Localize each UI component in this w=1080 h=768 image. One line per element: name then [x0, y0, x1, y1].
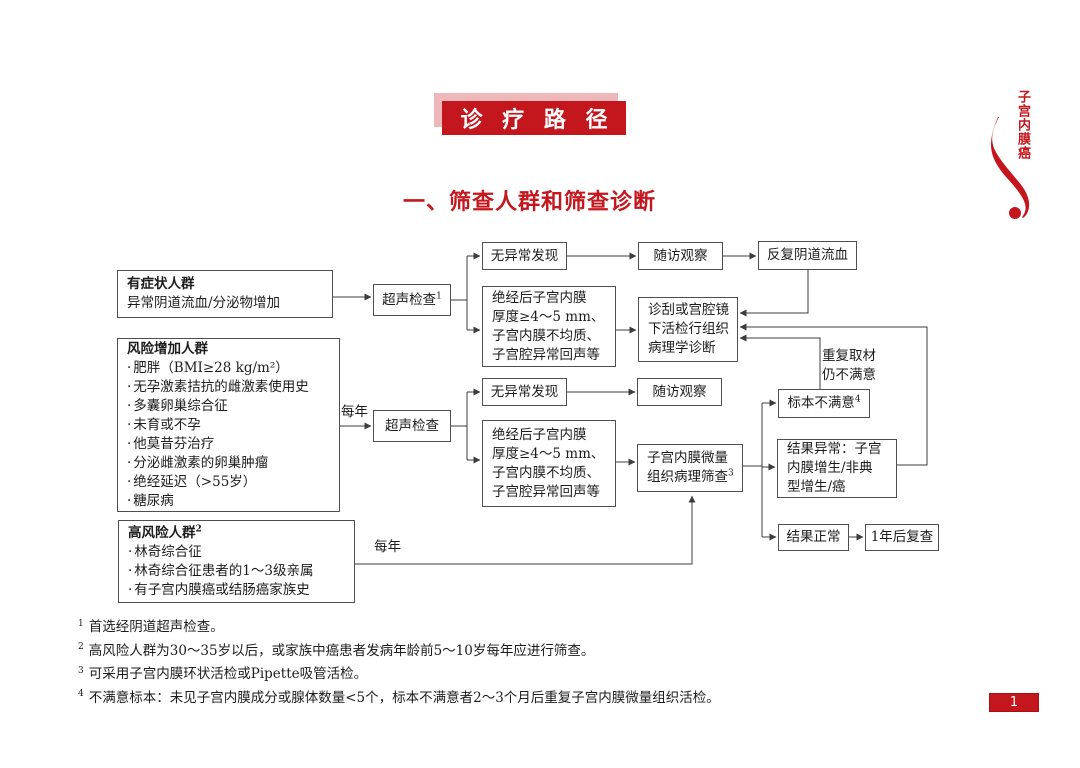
box-line: 厚度≥4～5 mm、 — [492, 308, 605, 325]
flow-box-sample-unsatisfactory: 标本不满意4 — [778, 389, 870, 418]
superscript: 4 — [854, 394, 861, 405]
flow-box-no-abnormal-1: 无异常发现 — [482, 242, 567, 270]
flow-box-followup-observation-2: 随访观察 — [637, 378, 722, 406]
box-line: 绝经后子宫内膜 — [492, 289, 587, 306]
bullet-item: 肥胖（BMI≥28 kg/m²） — [127, 359, 335, 378]
box-line: 组织病理筛查3 — [647, 468, 734, 485]
box-line: 子宫腔异常回声等 — [492, 346, 600, 363]
flow-box-ultrasound-abnormal-1: 绝经后子宫内膜 厚度≥4～5 mm、 子宫内膜不均质、 子宫腔异常回声等 — [482, 286, 616, 367]
box-title: 有症状人群 — [127, 276, 195, 292]
box-line: 子宫内膜不均质、 — [492, 327, 600, 344]
box-line: 异常阴道流血/分泌物增加 — [127, 295, 281, 311]
box-line: 内膜增生/非典 — [787, 460, 873, 476]
box-label: 结果正常 — [786, 529, 841, 545]
bullet-item: 分泌雌激素的卵巢肿瘤 — [127, 454, 335, 473]
superscript: 1 — [436, 291, 442, 301]
box-label: 随访观察 — [653, 247, 708, 264]
bullet-item: 未育或不孕 — [127, 416, 335, 435]
flow-box-recheck-1-year: 1年后复查 — [865, 524, 939, 551]
flow-box-symptomatic-population: 有症状人群 异常阴道流血/分泌物增加 — [117, 270, 333, 318]
box-line: 诊刮或宫腔镜 — [648, 302, 729, 318]
box-label: 无异常发现 — [490, 247, 559, 264]
flow-box-ultrasound-abnormal-2: 绝经后子宫内膜 厚度≥4～5 mm、 子宫内膜不均质、 子宫腔异常回声等 — [482, 420, 616, 507]
box-label: 随访观察 — [652, 383, 707, 400]
bullet-item: 多囊卵巢综合征 — [127, 397, 335, 416]
bullet-item: 无孕激素拮抗的雌激素使用史 — [127, 378, 335, 397]
flow-box-result-normal: 结果正常 — [778, 524, 849, 551]
bullet-item: 糖尿病 — [127, 492, 335, 511]
banner-title: 诊 疗 路 径 — [460, 107, 614, 133]
label-every-year-1: 每年 — [341, 404, 368, 420]
flow-box-no-abnormal-2: 无异常发现 — [482, 378, 567, 406]
box-line: 子宫内膜微量 — [647, 450, 728, 466]
box-line: 绝经后子宫内膜 — [492, 426, 587, 443]
dot-decoration — [1009, 207, 1021, 219]
superscript: 2 — [195, 524, 202, 534]
box-line: 结果异常：子宫 — [787, 441, 882, 457]
label-every-year-2: 每年 — [374, 539, 401, 555]
label-repeat-sampling: 重复取材 仍不满意 — [822, 348, 876, 383]
ribbon-decoration — [991, 117, 1030, 219]
flow-box-followup-observation-1: 随访观察 — [638, 242, 723, 270]
flow-box-recurrent-vaginal-bleeding: 反复阴道流血 — [758, 241, 857, 270]
box-title: 高风险人群2 — [128, 524, 202, 541]
box-title: 风险增加人群 — [127, 340, 208, 357]
page-banner: 诊 疗 路 径 — [442, 101, 626, 135]
bullet-item: 林奇综合征患者的1～3级亲属 — [128, 562, 350, 581]
box-line: 病理学诊断 — [648, 340, 716, 356]
superscript: 3 — [728, 468, 734, 479]
flow-box-ultrasound-1: 超声检查1 — [373, 284, 451, 316]
box-label: 无异常发现 — [490, 383, 559, 400]
flow-box-ultrasound-2: 超声检查 — [373, 410, 451, 442]
box-line: 子宫内膜不均质、 — [492, 464, 600, 481]
box-line: 厚度≥4～5 mm、 — [492, 445, 605, 462]
box-line: 下活检行组织 — [648, 321, 729, 337]
bullet-item: 绝经延迟（>55岁） — [127, 473, 335, 492]
bullet-item: 有子宫内膜癌或结肠癌家族史 — [128, 581, 350, 600]
box-label: 标本不满意4 — [787, 394, 861, 411]
bullet-item: 他莫昔芬治疗 — [127, 435, 335, 454]
box-label: 超声检查1 — [382, 291, 442, 308]
section-title: 一、筛查人群和筛查诊断 — [403, 190, 657, 215]
box-label: 反复阴道流血 — [767, 247, 848, 263]
flow-box-result-abnormal: 结果异常：子宫 内膜增生/非典 型增生/癌 — [777, 439, 897, 498]
box-label: 超声检查 — [385, 417, 439, 434]
side-tab-label: 子宫内膜癌 — [1015, 90, 1030, 160]
flow-box-high-risk-population: 高风险人群2 林奇综合征 林奇综合征患者的1～3级亲属 有子宫内膜癌或结肠癌家族… — [118, 520, 355, 603]
page-number-badge: 1 — [989, 693, 1039, 712]
box-label: 1年后复查 — [870, 529, 934, 545]
box-line: 子宫腔异常回声等 — [492, 483, 600, 500]
flow-box-micro-tissue-screening: 子宫内膜微量 组织病理筛查3 — [637, 444, 743, 492]
flow-box-curettage-hysteroscopy: 诊刮或宫腔镜 下活检行组织 病理学诊断 — [638, 297, 738, 362]
bullet-item: 林奇综合征 — [128, 543, 350, 562]
flow-box-risk-increased-population: 风险增加人群 肥胖（BMI≥28 kg/m²） 无孕激素拮抗的雌激素使用史 多囊… — [117, 338, 340, 512]
box-line: 型增生/癌 — [787, 479, 846, 495]
